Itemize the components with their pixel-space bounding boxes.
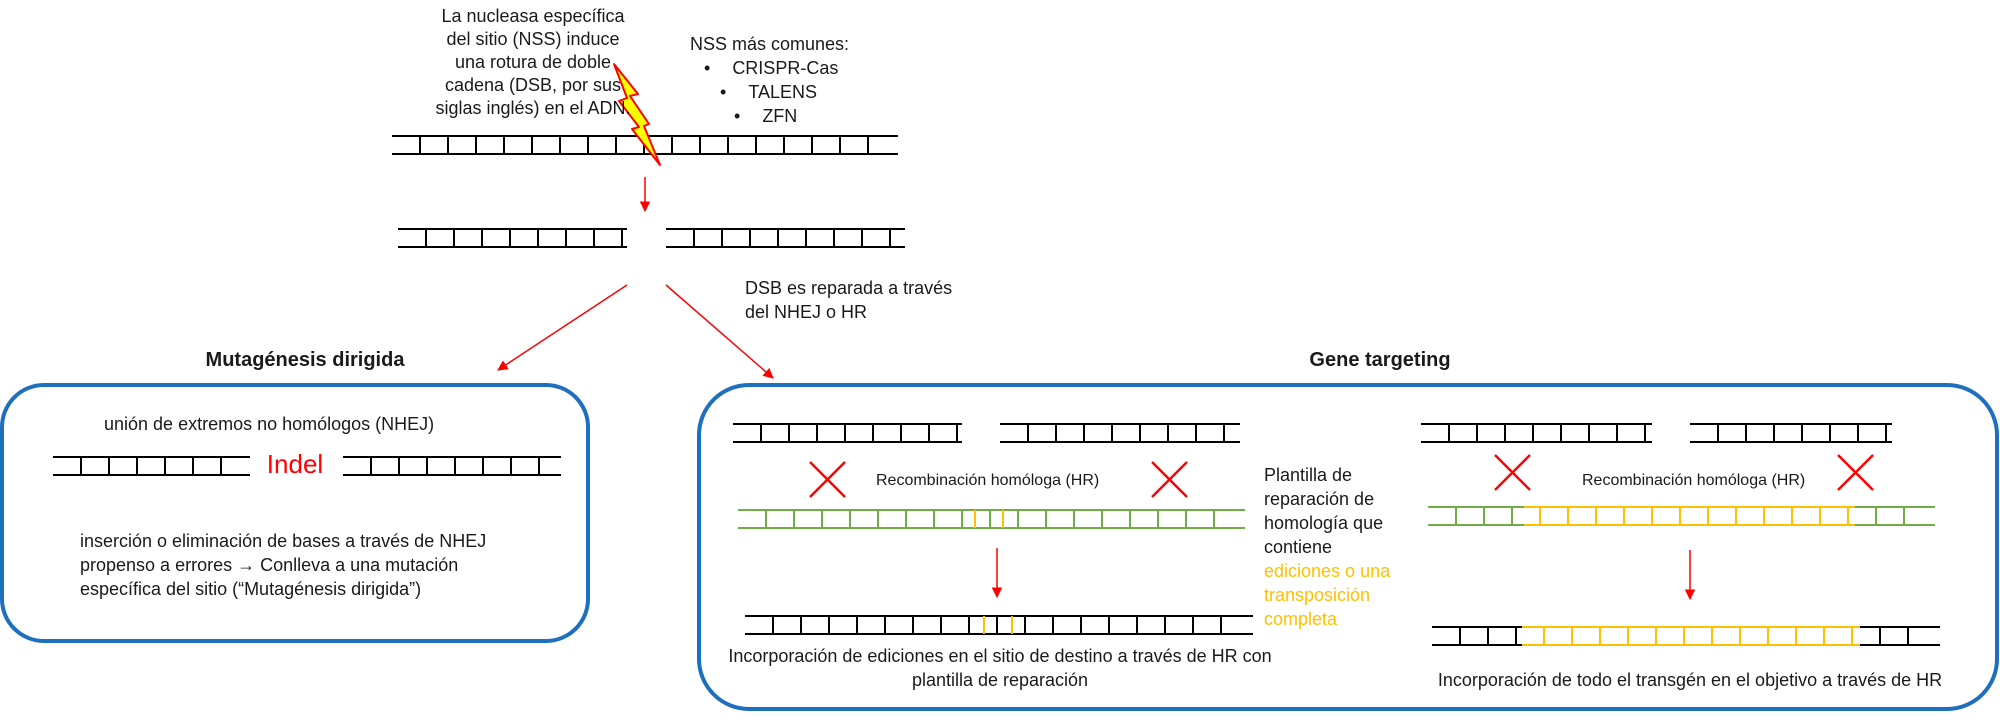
template-note: Plantilla de reparación de homología que…	[1264, 465, 1391, 629]
mutagenesis-description: inserción o eliminación de bases a travé…	[80, 531, 487, 599]
nhej-label: unión de extremos no homólogos (NHEJ)	[104, 414, 435, 434]
list-item: CRISPR-Cas	[704, 56, 890, 80]
dna-strand	[745, 615, 1253, 635]
result-left: Incorporación de ediciones en el sitio d…	[728, 646, 1272, 690]
mutagenesis-heading: Mutagénesis dirigida	[205, 349, 405, 371]
dna-strand	[666, 228, 905, 248]
list-item: TALENS	[720, 80, 890, 104]
nss-note: La nucleasa específica del sitio (NSS) i…	[435, 6, 631, 118]
dna-strand	[733, 423, 962, 443]
dsb-repair-note: DSB es reparada a través del NHEJ o HR	[745, 278, 953, 322]
cross-icon	[1151, 461, 1188, 498]
edit-marks	[974, 510, 1004, 528]
nss-common-title: NSS más comunes:	[690, 34, 850, 54]
list-item: ZFN	[734, 104, 890, 128]
dna-strand	[738, 509, 1245, 529]
cross-icon	[1837, 454, 1874, 491]
dna-strand	[1428, 506, 1935, 526]
gene-targeting-heading: Gene targeting	[1309, 349, 1451, 371]
dna-strand	[1000, 423, 1240, 443]
edit-marks	[983, 616, 1013, 634]
hr-label-right: Recombinación homóloga (HR)	[1582, 472, 1806, 489]
nss-common-list: NSS más comunes: CRISPR-Cas TALENS ZFN	[690, 32, 890, 128]
mutagenesis-panel	[0, 383, 590, 643]
dna-strands	[53, 135, 1940, 646]
dna-strand	[1690, 423, 1892, 443]
dna-strand	[1421, 423, 1652, 443]
gene-targeting-panel	[697, 383, 1999, 711]
lightning-bolt-icon	[613, 63, 661, 166]
cross-icon	[1494, 454, 1531, 491]
dna-strand	[398, 228, 627, 248]
result-right: Incorporación de todo el transgén en el …	[1437, 670, 1943, 690]
indel-label: Indel	[266, 449, 324, 479]
dna-strand	[53, 456, 250, 476]
cross-icon	[809, 461, 846, 498]
dna-strand	[343, 456, 561, 476]
arrow-to-gene-targeting	[665, 284, 774, 379]
hr-label-left: Recombinación homóloga (HR)	[876, 472, 1100, 489]
dna-strand	[1432, 626, 1940, 646]
arrow-to-mutagenesis	[497, 284, 628, 371]
